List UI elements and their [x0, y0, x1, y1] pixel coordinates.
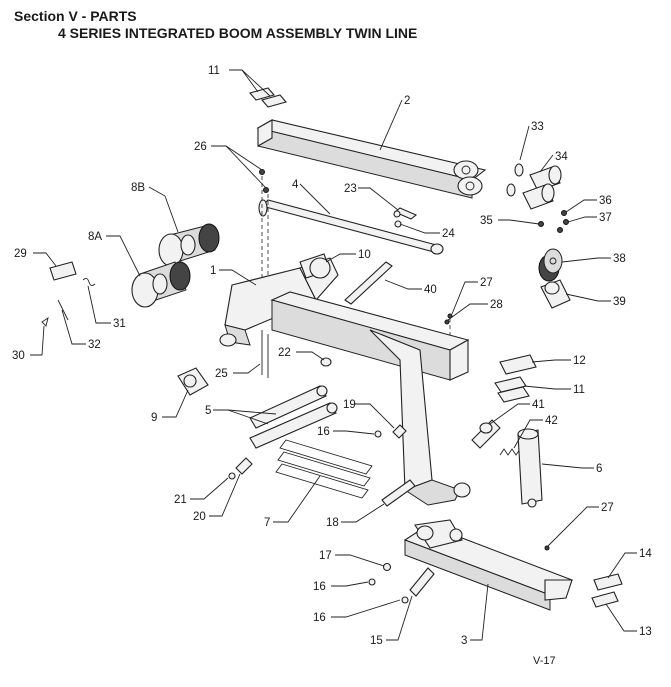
part-41-fitting: [471, 419, 501, 449]
callout-14: 14: [639, 548, 652, 560]
part-6-cylinder: [517, 428, 543, 508]
part-31-spring: [82, 277, 96, 287]
part-16-washer-low: [401, 596, 409, 604]
part-7-hoses: [275, 439, 373, 499]
callout-2: 2: [404, 95, 410, 107]
part-11-lower-plates: [494, 376, 530, 403]
callout-12: 12: [573, 355, 586, 367]
callout-26: 26: [194, 141, 207, 153]
part-3-lower-boom: [403, 519, 574, 611]
callout-6: 6: [596, 463, 602, 475]
callout-25: 25: [215, 368, 228, 380]
callout-23: 23: [344, 183, 357, 195]
callout-11-top: 11: [208, 65, 220, 77]
callout-29: 29: [14, 248, 27, 260]
callout-39: 39: [613, 296, 626, 308]
part-9-bearing-block: [177, 367, 209, 396]
callout-31: 31: [113, 318, 126, 330]
callout-21: 21: [174, 494, 187, 506]
part-32-pin: [57, 299, 69, 321]
part-4-rod: [258, 199, 444, 255]
part-20-pin: [235, 457, 253, 475]
callout-11-lower: 11: [573, 384, 585, 396]
callout-24: 24: [442, 228, 455, 240]
part-23-bolt: [393, 207, 418, 220]
part-11-top-plates: [249, 87, 287, 108]
callout-labels: 11 2 33 34 26 8B 4 23 36 35 37 24 8A 29 …: [12, 65, 652, 647]
callout-38: 38: [613, 253, 626, 265]
part-30-clip: [41, 316, 49, 327]
callout-41: 41: [532, 399, 545, 411]
part-19-pin: [392, 424, 407, 439]
callout-9: 9: [151, 412, 157, 424]
callout-1: 1: [210, 265, 216, 277]
callout-42: 42: [545, 415, 558, 427]
callout-37: 37: [599, 212, 612, 224]
page-number: V-17: [533, 655, 556, 667]
section-heading: Section V - PARTS: [14, 8, 137, 24]
callout-36: 36: [599, 195, 612, 207]
part-16-washer-upper: [374, 430, 382, 438]
callout-28: 28: [490, 299, 503, 311]
callout-32: 32: [88, 339, 101, 351]
callout-22: 22: [278, 347, 291, 359]
part-17-washer: [382, 562, 392, 572]
part-5-cylinders: [249, 385, 338, 449]
part-35-36-37-hardware: [538, 210, 569, 233]
part-14-plate: [593, 573, 623, 591]
part-39-bracket: [540, 279, 571, 309]
callout-27-upper: 27: [480, 277, 493, 289]
callout-4: 4: [292, 179, 299, 191]
part-25-bolts: [261, 330, 269, 378]
part-40-strap: [344, 261, 393, 305]
callout-15: 15: [370, 635, 383, 647]
callout-16-upper: 16: [317, 426, 330, 438]
callout-10: 10: [358, 249, 371, 261]
part-16-washer-mid: [368, 578, 376, 586]
callout-8a: 8A: [88, 231, 102, 243]
leader-lines: [30, 69, 637, 641]
callout-34: 34: [555, 151, 568, 163]
callout-20: 20: [193, 511, 206, 523]
part-34-bushings: [522, 165, 562, 210]
callout-8b: 8B: [131, 182, 145, 194]
part-29-plate: [49, 261, 77, 281]
callout-17: 17: [319, 550, 332, 562]
callout-18: 18: [326, 517, 339, 529]
callout-16-mid: 16: [313, 581, 326, 593]
part-33-ring: [506, 163, 524, 197]
callout-30: 30: [12, 350, 25, 362]
callout-40: 40: [424, 284, 437, 296]
callout-33: 33: [531, 121, 544, 133]
part-27-lower-bolt: [544, 545, 550, 551]
part-38-sheave: [538, 248, 563, 282]
callout-3: 3: [461, 635, 467, 647]
part-28-bolt: [444, 319, 450, 325]
part-8a-winch: [131, 261, 191, 308]
part-26-nuts: [259, 169, 269, 193]
callout-19: 19: [343, 399, 356, 411]
callout-16-low: 16: [313, 612, 326, 624]
part-2-upper-boom: [256, 119, 487, 199]
part-13-plate: [591, 591, 619, 608]
callout-7: 7: [264, 517, 270, 529]
part-18-pin: [381, 479, 416, 507]
part-15-pin: [409, 567, 435, 597]
callout-5: 5: [205, 405, 211, 417]
callout-27-lower: 27: [601, 502, 614, 514]
callout-13: 13: [639, 626, 652, 638]
part-21-washer: [228, 472, 236, 480]
part-main-frame: [270, 291, 471, 506]
part-12-plate: [499, 354, 537, 375]
part-8b-winch: [158, 223, 220, 267]
assembly-title: 4 SERIES INTEGRATED BOOM ASSEMBLY TWIN L…: [58, 25, 418, 41]
part-10-link: [299, 253, 331, 279]
callout-35: 35: [480, 215, 493, 227]
part-42-spring: [499, 448, 521, 456]
